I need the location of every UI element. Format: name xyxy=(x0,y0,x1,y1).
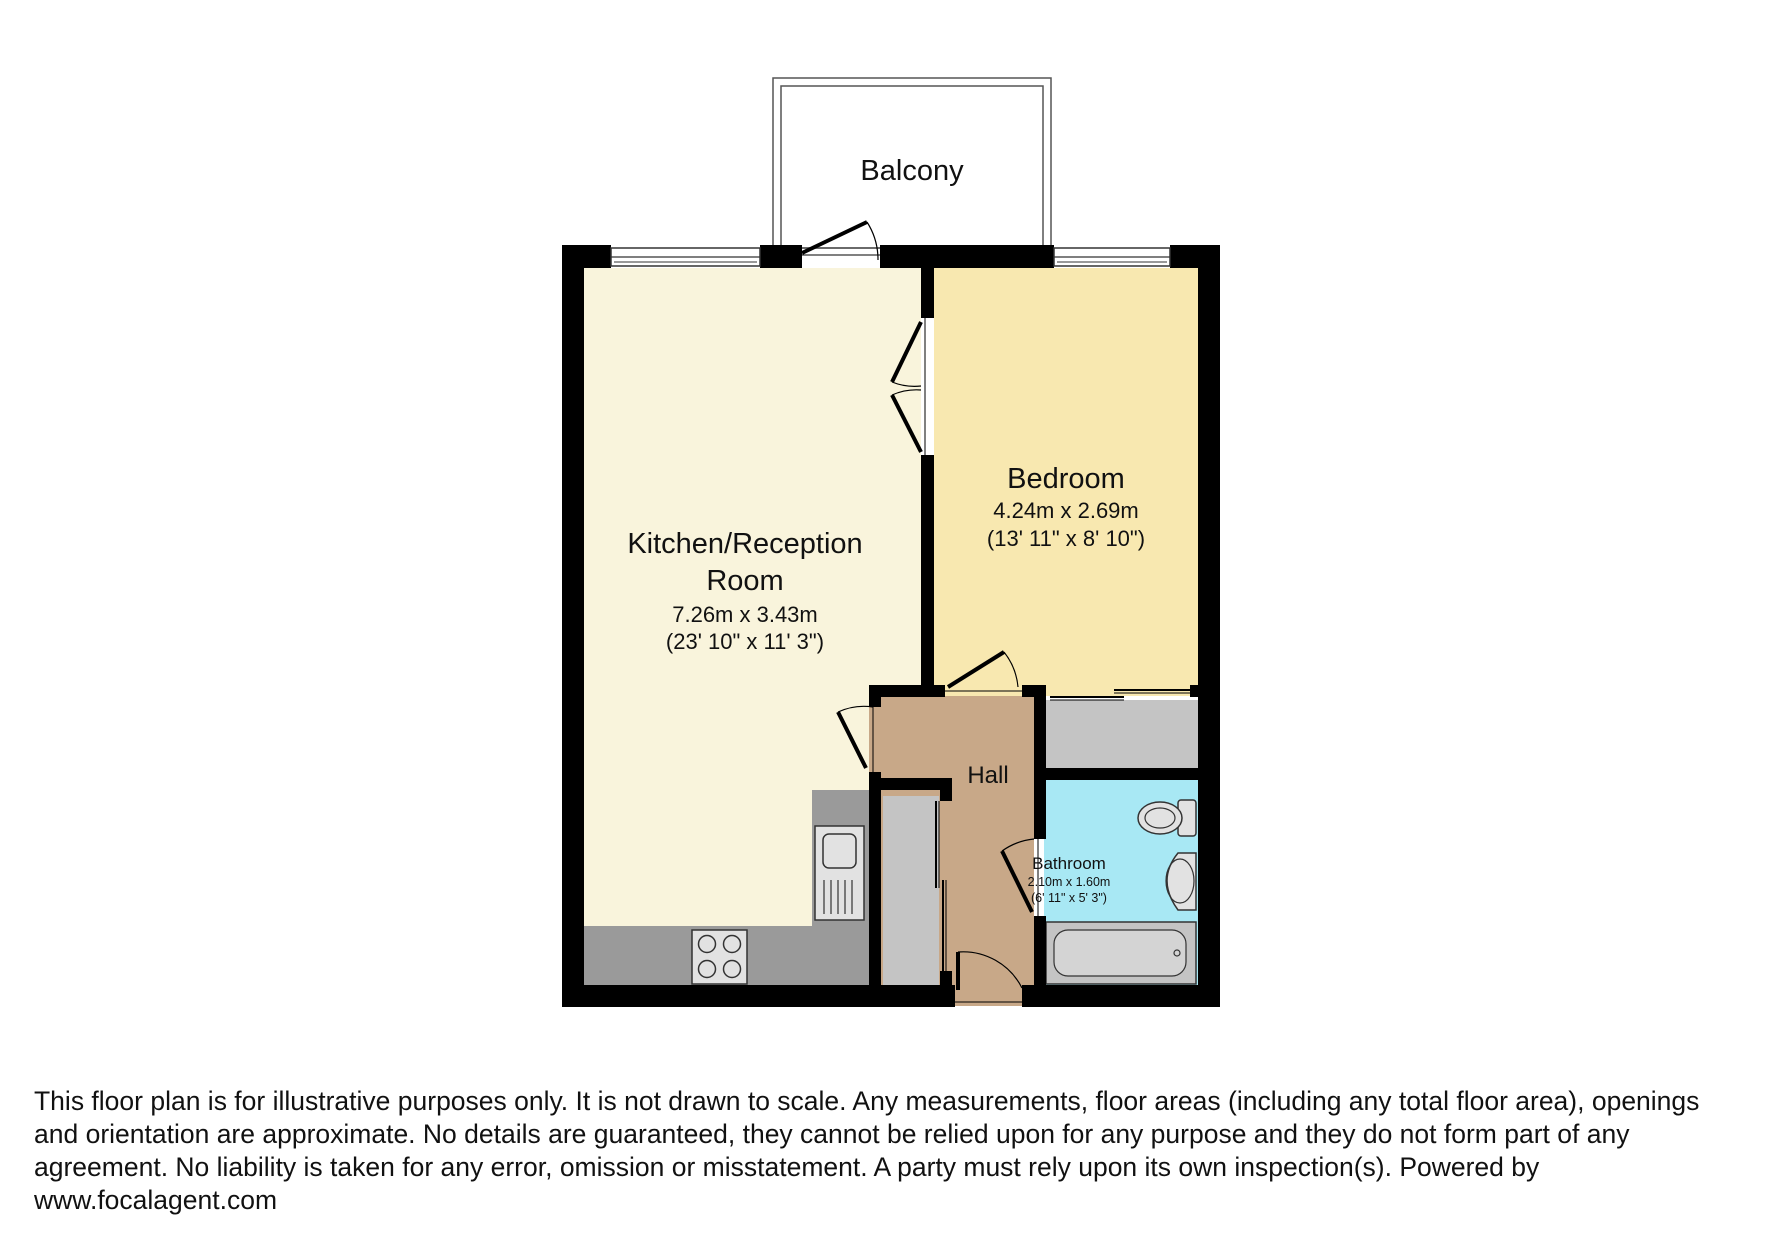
bedroom-bottom-stub xyxy=(1190,685,1200,697)
kitchen-reception-label: Kitchen/Reception Room 7.26m x 3.43m (23… xyxy=(627,528,862,654)
cupboard-top-wall xyxy=(869,778,952,790)
outer-wall-bottom-left xyxy=(562,985,955,1007)
kitchen-reception-imperial: (23' 10" x 11' 3") xyxy=(666,629,824,654)
wardrobe-floor xyxy=(1044,700,1198,768)
cupboard-right-wall xyxy=(940,778,952,801)
outer-wall-bottom-right xyxy=(1022,985,1220,1007)
outer-wall-right xyxy=(1198,245,1220,1007)
hall-right-wall-upper xyxy=(1034,685,1046,839)
bathroom-imperial: (6' 11" x 5' 3") xyxy=(1031,891,1107,905)
cupboard-floor xyxy=(883,796,939,988)
bathroom-name: Bathroom xyxy=(1032,854,1106,873)
hall-left-wall-upper xyxy=(869,685,881,707)
bedroom-label: Bedroom 4.24m x 2.69m (13' 11" x 8' 10") xyxy=(987,463,1145,551)
kitchen-reception-metric: 7.26m x 3.43m xyxy=(672,602,818,627)
kitchen-reception-name-line1: Kitchen/Reception xyxy=(627,528,862,560)
bathroom-label: Bathroom 2.10m x 1.60m (6' 11" x 5' 3") xyxy=(1028,854,1111,905)
toilet-icon xyxy=(1137,799,1197,837)
outer-wall-top-2 xyxy=(760,245,802,268)
basin-icon xyxy=(1165,852,1197,911)
window-icon xyxy=(1053,247,1171,267)
bathroom-metric: 2.10m x 1.60m xyxy=(1028,875,1111,889)
outer-wall-top-3 xyxy=(880,245,1054,268)
hall-left-wall-lower xyxy=(869,772,881,988)
outer-walls xyxy=(562,245,1220,1007)
outer-wall-left xyxy=(562,245,584,1007)
wardrobe-bathroom-wall xyxy=(1044,768,1200,780)
sink-icon xyxy=(814,825,865,921)
hall-top-wall-left xyxy=(869,685,945,697)
outer-wall-top-4 xyxy=(1170,245,1220,268)
partition-kitchen-bedroom-mid xyxy=(921,455,934,696)
bedroom-metric: 4.24m x 2.69m xyxy=(993,498,1139,523)
door-swing-icon xyxy=(801,220,1190,1003)
window-icon xyxy=(610,247,761,267)
kitchen-reception-name-line2: Room xyxy=(706,565,783,597)
partition-kitchen-bedroom-top xyxy=(921,268,934,318)
kitchen-units xyxy=(584,790,869,988)
hob-icon xyxy=(691,929,748,985)
outer-wall-top-1 xyxy=(562,245,611,268)
bath-icon xyxy=(1045,921,1197,985)
bedroom-floor xyxy=(934,268,1198,696)
hall-label: Hall xyxy=(967,762,1008,789)
internal-walls xyxy=(869,268,1200,1006)
disclaimer-text: This floor plan is for illustrative purp… xyxy=(34,1086,1700,1215)
hall-right-wall-lower xyxy=(1034,916,1046,1006)
balcony-label: Balcony xyxy=(860,155,964,187)
bedroom-name: Bedroom xyxy=(1007,463,1125,495)
balcony: Balcony xyxy=(772,77,1052,249)
bedroom-imperial: (13' 11" x 8' 10") xyxy=(987,526,1145,551)
